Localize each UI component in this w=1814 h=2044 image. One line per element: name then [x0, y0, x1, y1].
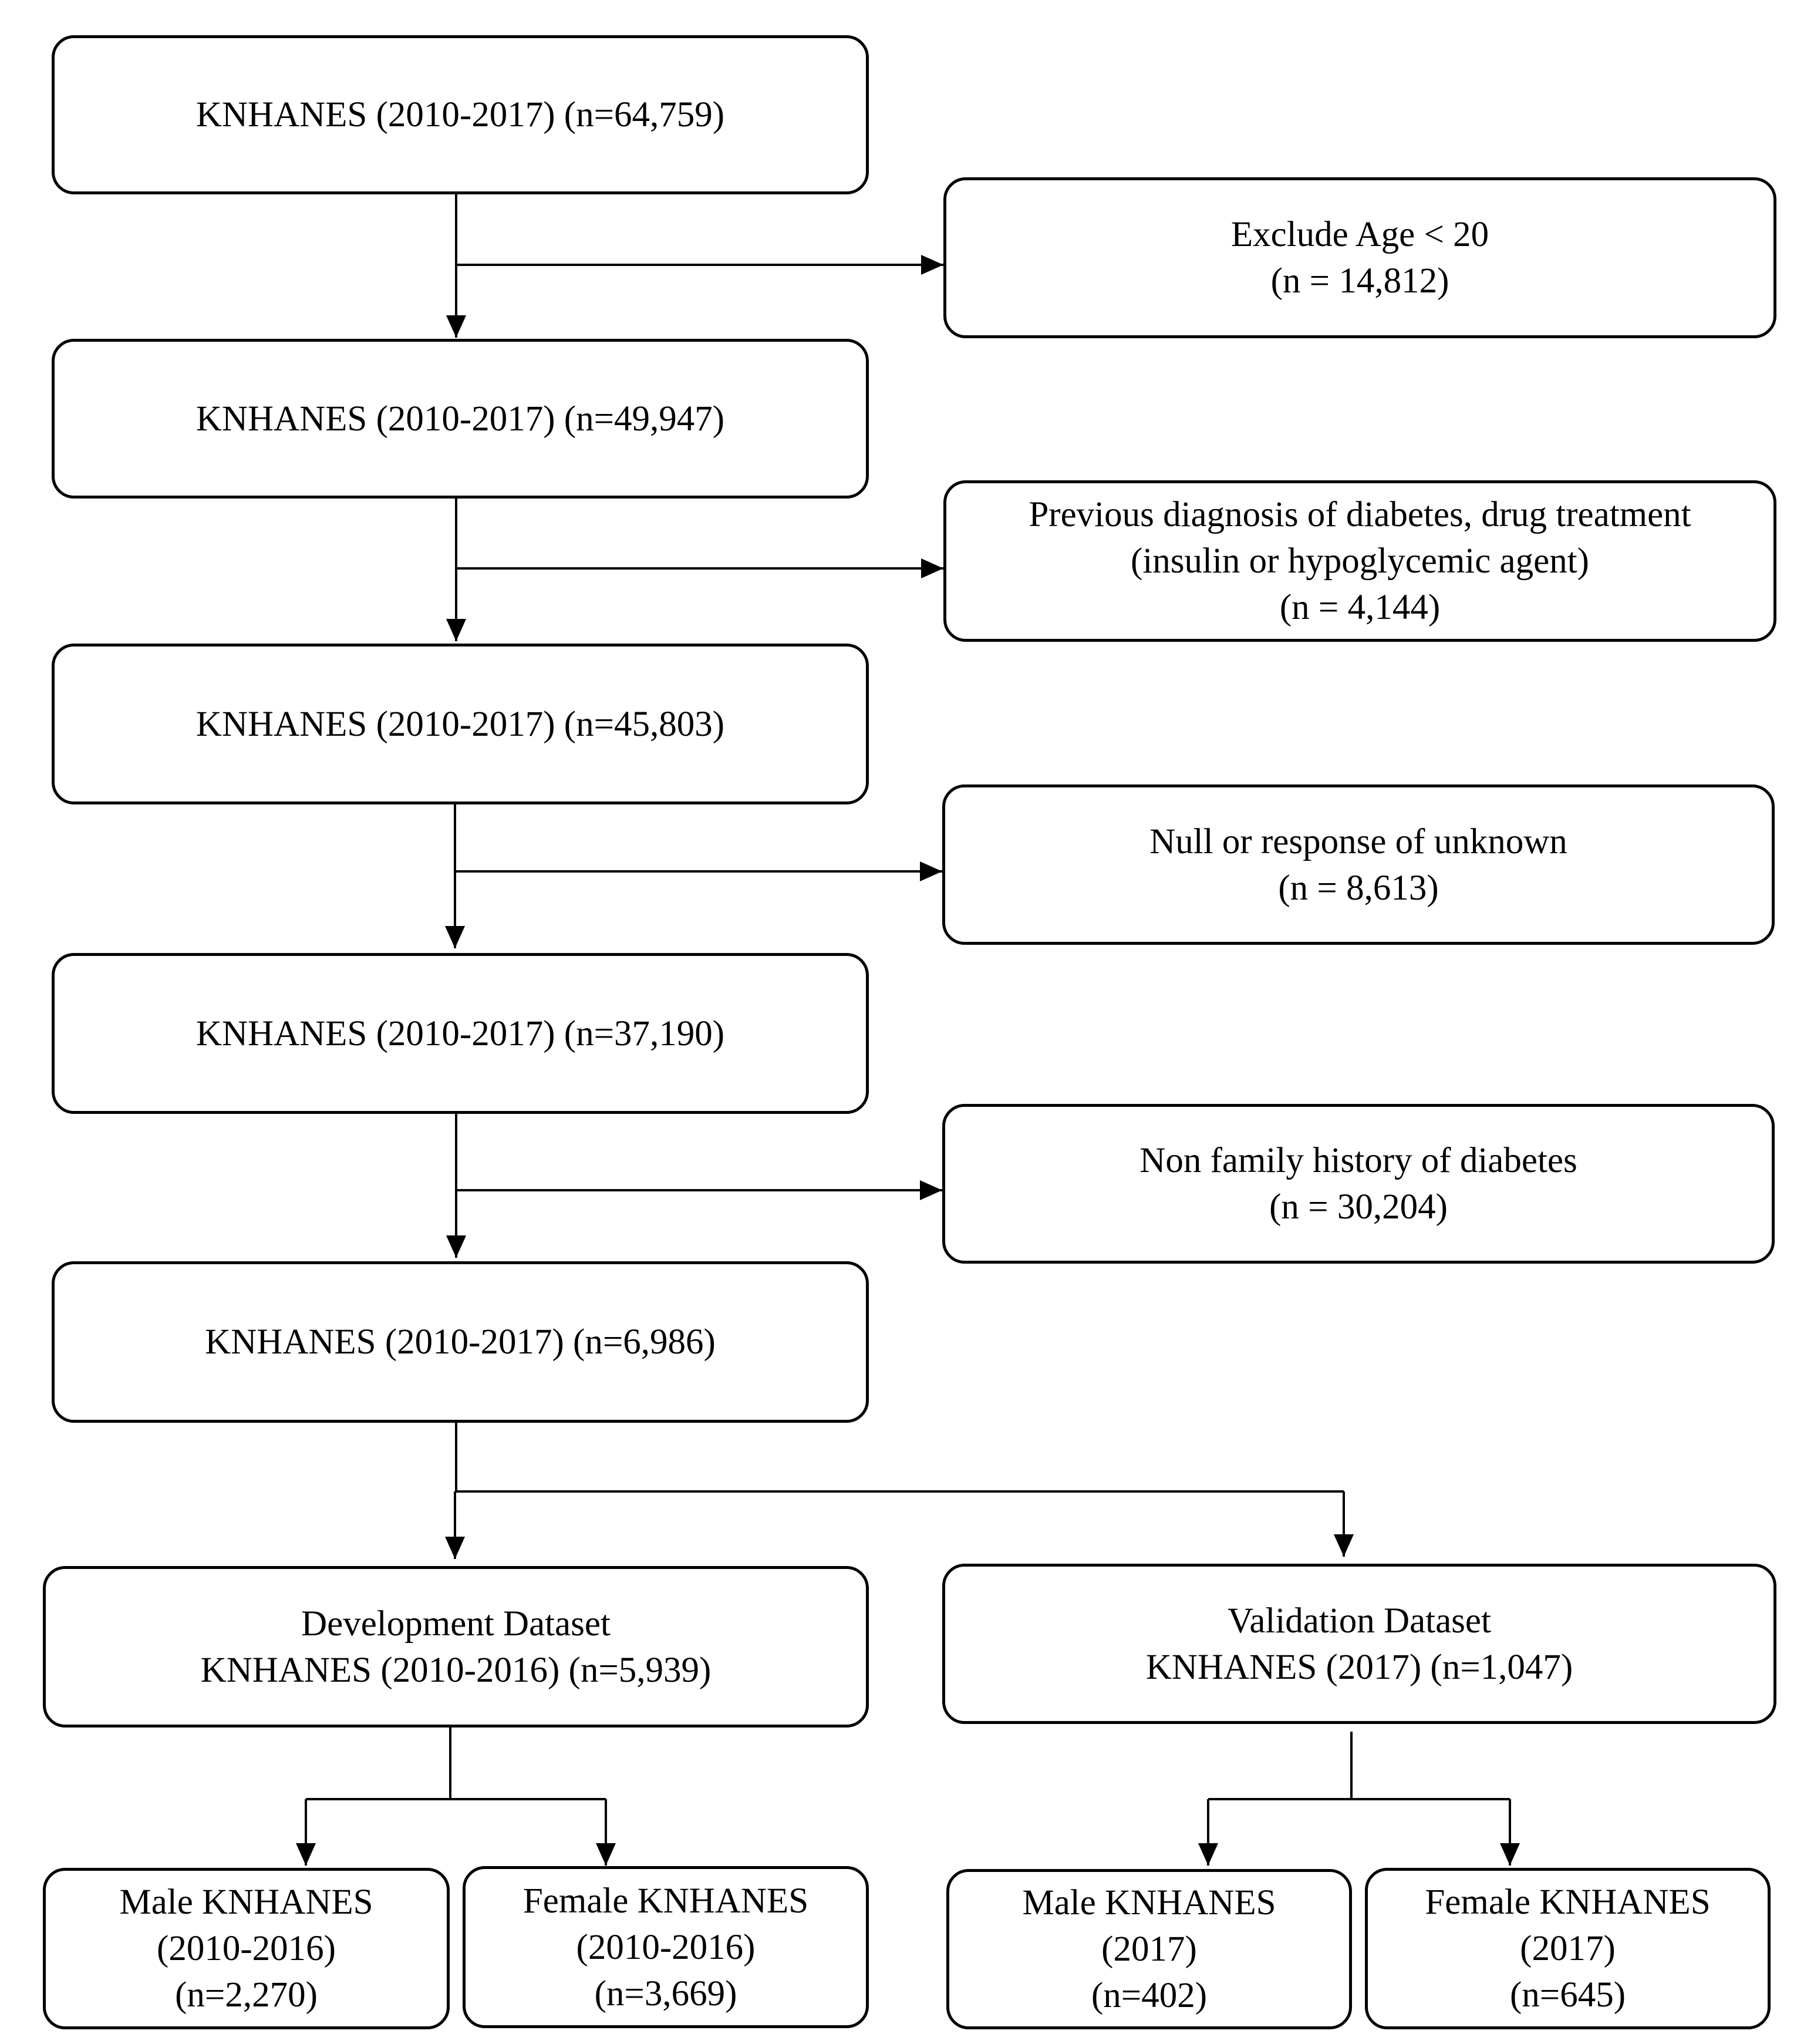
main-box-4: KNHANES (2010-2017) (n=37,190) — [52, 953, 869, 1114]
dev-male-box: Male KNHANES (2010-2016) (n=2,270) — [43, 1868, 450, 2029]
dev-male-line-2: (2010-2016) — [157, 1929, 336, 1968]
main-box-2: KNHANES (2010-2017) (n=49,947) — [52, 339, 869, 499]
val-male-line-2: (2017) — [1101, 1929, 1197, 1969]
exclusion-box-1-line-2: (n = 14,812) — [1270, 261, 1449, 301]
val-female-box: Female KNHANES (2017) (n=645) — [1365, 1868, 1771, 2029]
validation-dataset-line-2: KNHANES (2017) (n=1,047) — [1145, 1647, 1573, 1687]
development-dataset-line-1: Development Dataset — [301, 1604, 611, 1644]
dev-female-line-1: Female KNHANES — [522, 1881, 809, 1921]
exclusion-box-3-line-1: Null or response of unknown — [1149, 821, 1567, 861]
val-male-box: Male KNHANES (2017) (n=402) — [946, 1869, 1352, 2029]
validation-dataset-box: Validation Dataset KNHANES (2017) (n=1,0… — [942, 1564, 1776, 1724]
validation-dataset-line-1: Validation Dataset — [1228, 1601, 1491, 1641]
dev-female-line-3: (n=3,669) — [594, 1974, 737, 2013]
dev-male-line-3: (n=2,270) — [175, 1975, 318, 2015]
exclusion-box-1-line-1: Exclude Age < 20 — [1230, 215, 1489, 254]
main-box-5: KNHANES (2010-2017) (n=6,986) — [52, 1261, 869, 1423]
val-female-line-3: (n=645) — [1509, 1975, 1626, 2015]
val-male-line-3: (n=402) — [1091, 1976, 1208, 2015]
val-female-line-2: (2017) — [1520, 1929, 1616, 1968]
exclusion-box-2-line-1: Previous diagnosis of diabetes, drug tre… — [1029, 495, 1691, 534]
val-male-line-1: Male KNHANES — [1022, 1883, 1276, 1922]
dev-female-box: Female KNHANES (2010-2016) (n=3,669) — [463, 1866, 869, 2028]
exclusion-box-2: Previous diagnosis of diabetes, drug tre… — [943, 480, 1776, 642]
exclusion-box-3-line-2: (n = 8,613) — [1278, 868, 1439, 908]
development-dataset-line-2: KNHANES (2010-2016) (n=5,939) — [200, 1650, 712, 1690]
main-box-3-line-1: KNHANES (2010-2017) (n=45,803) — [195, 704, 725, 744]
main-box-1-line-1: KNHANES (2010-2017) (n=64,759) — [195, 95, 725, 134]
main-box-2-line-1: KNHANES (2010-2017) (n=49,947) — [195, 399, 725, 439]
exclusion-box-4-line-2: (n = 30,204) — [1269, 1187, 1448, 1227]
development-dataset-box: Development Dataset KNHANES (2010-2016) … — [43, 1566, 869, 1728]
main-box-3: KNHANES (2010-2017) (n=45,803) — [52, 644, 869, 804]
exclusion-box-3: Null or response of unknown (n = 8,613) — [942, 784, 1775, 945]
exclusion-box-2-line-2: (insulin or hypoglycemic agent) — [1131, 541, 1589, 581]
val-female-line-1: Female KNHANES — [1425, 1883, 1711, 1922]
exclusion-box-2-line-3: (n = 4,144) — [1279, 588, 1441, 627]
exclusion-box-4: Non family history of diabetes (n = 30,2… — [942, 1104, 1775, 1264]
main-box-5-line-1: KNHANES (2010-2017) (n=6,986) — [205, 1322, 716, 1362]
dev-male-line-1: Male KNHANES — [119, 1883, 373, 1922]
main-box-1: KNHANES (2010-2017) (n=64,759) — [52, 35, 869, 194]
exclusion-box-1: Exclude Age < 20 (n = 14,812) — [943, 177, 1776, 338]
exclusion-box-4-line-1: Non family history of diabetes — [1139, 1141, 1577, 1180]
dev-female-line-2: (2010-2016) — [576, 1927, 756, 1967]
main-box-4-line-1: KNHANES (2010-2017) (n=37,190) — [195, 1013, 725, 1053]
